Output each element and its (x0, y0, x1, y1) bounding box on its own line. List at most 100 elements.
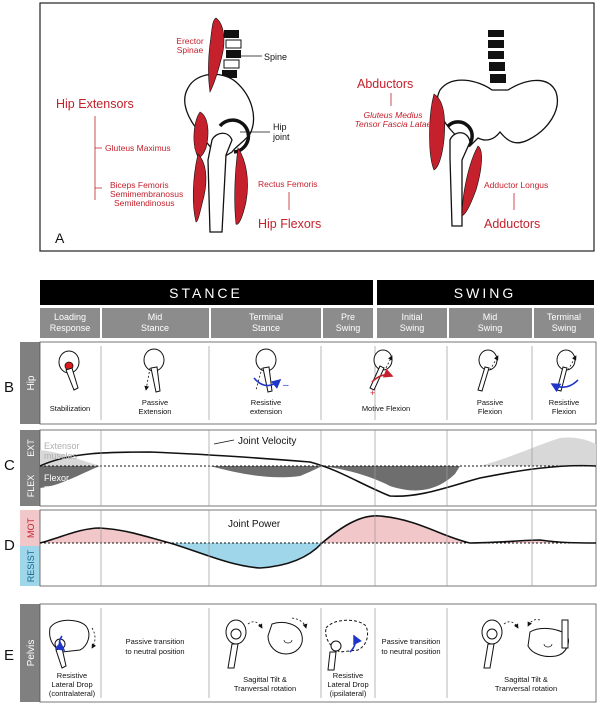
pelvis-caption-6b: Tranversal rotation (495, 684, 557, 693)
extensor-label-2: muscles (44, 451, 78, 461)
phase-loading-response (40, 308, 100, 338)
phase-headers: Loading Response Mid Stance Terminal Sta… (40, 308, 594, 338)
hip-caption-3b: extension (250, 407, 282, 416)
row-e-captions: Resistive Lateral Drop (contralateral) P… (49, 637, 557, 698)
left-hip-illustration (184, 17, 255, 233)
hip-icon-resistive-extension: – (253, 348, 289, 393)
phase-label-1a: Loading (54, 312, 86, 322)
hip-caption-5a: Passive (477, 398, 503, 407)
pelvis-caption-5a: Passive transition (382, 637, 441, 646)
pelvis-icon-tilt-rotation-1 (225, 617, 308, 669)
phase-label-3b: Stance (252, 323, 280, 333)
hip-caption-1: Stabilization (50, 404, 90, 413)
hip-joint-label-1: Hip (273, 122, 287, 132)
pelvis-caption-3b: Tranversal rotation (234, 684, 296, 693)
pelvis-caption-4c: (ipsilateral) (330, 689, 367, 698)
swing-header (377, 280, 594, 305)
svg-text:–: – (283, 380, 289, 391)
hip-icon-passive-extension (143, 348, 165, 393)
phase-label-5a: Initial (401, 312, 422, 322)
hip-extensors-bracket (94, 116, 102, 200)
pelvis-caption-1b: Lateral Drop (51, 680, 92, 689)
hamstring-label-2: Semimembranosus (110, 189, 183, 199)
hip-caption-4: Motive Flexion (362, 404, 410, 413)
row-c-frame (39, 429, 597, 507)
row-c-plot (39, 437, 597, 497)
rectus-femoris-label: Rectus Femoris (258, 179, 318, 189)
row-b-tab (20, 342, 40, 424)
row-d-letter: D (4, 537, 15, 554)
phase-label-6b: Swing (478, 323, 503, 333)
row-b-letter: B (4, 379, 14, 396)
phase-initial-swing (377, 308, 447, 338)
hip-icon-resistive-flexion (550, 349, 579, 393)
phase-label-7a: Terminal (547, 312, 581, 322)
joint-power-label: Joint Power (228, 519, 281, 530)
phase-mid-stance (102, 308, 209, 338)
pelvis-caption-5b: to neutral position (381, 647, 440, 656)
erector-label-1: Erector (176, 36, 204, 46)
abductor-muscle-label-1: Gluteus Medius (363, 110, 423, 120)
hip-caption-3a: Resistive (251, 398, 281, 407)
pelvis-icon-lateral-drop-ipsi (325, 619, 369, 671)
abductor-muscle-label-2: Tensor Fascia Latae (355, 119, 432, 129)
row-b-frame (39, 341, 597, 425)
phase-terminal-stance (211, 308, 321, 338)
hamstring-muscle (192, 153, 207, 223)
phase-label-4b: Swing (336, 323, 361, 333)
hip-caption-2b: Extension (139, 407, 172, 416)
joint-power-curve (39, 515, 597, 569)
phase-label-3a: Terminal (249, 312, 283, 322)
stance-label: STANCE (169, 285, 243, 301)
svg-text:+: + (370, 388, 375, 398)
swing-label: SWING (454, 285, 516, 301)
row-d-plot (39, 515, 597, 569)
phase-label-5b: Swing (400, 323, 425, 333)
row-e-side-label: Pelvis (26, 640, 37, 667)
phase-mid-swing (449, 308, 532, 338)
joint-velocity-label: Joint Velocity (238, 436, 296, 447)
row-d-tab-resist (20, 546, 40, 586)
flexor-label-1: Flexor (44, 473, 69, 483)
hip-icon-motive-flexion: + (369, 349, 394, 398)
rectus-femoris-muscle (234, 147, 248, 225)
row-e-letter: E (4, 647, 14, 664)
row-c-tab-flex (20, 466, 40, 506)
hip-icon-stabilization (58, 350, 80, 391)
phase-label-7b: Swing (552, 323, 577, 333)
joint-velocity-curve (39, 451, 597, 497)
abductor-muscle (429, 93, 445, 171)
hamstring-label-3: Semitendinosus (114, 198, 174, 208)
pelvis-icon-lateral-drop-contra (49, 619, 97, 669)
hip-flexors-label: Hip Flexors (258, 217, 321, 231)
spine-label: Spine (264, 52, 287, 62)
row-d-resist-label: RESIST (26, 549, 36, 582)
femur-left (207, 132, 233, 233)
hip-joint-label-2: joint (272, 132, 290, 142)
flexor-label-2: muscles (44, 483, 78, 493)
hip-icon-passive-flexion (477, 349, 499, 392)
row-d-mot-label: MOT (26, 518, 36, 538)
row-d-tab-mot (20, 510, 40, 546)
left-hip-labels: Erector Spinae Spine Hip Extensors Glute… (56, 36, 321, 231)
phase-label-2b: Stance (141, 323, 169, 333)
hip-caption-6b: Flexion (552, 407, 576, 416)
hip-joint-right (446, 120, 474, 148)
hip-joint-circle (218, 118, 251, 154)
hamstring-label-1: Biceps Femoris (110, 180, 169, 190)
row-e-dividers (100, 608, 448, 698)
pelvis-caption-1a: Resistive (57, 671, 87, 680)
hip-caption-2a: Passive (142, 398, 168, 407)
row-b-captions: Stabilization Passive Extension Resistiv… (50, 398, 579, 416)
phase-label-2a: Mid (148, 312, 163, 322)
phase-label-4a: Pre (341, 312, 355, 322)
stance-header (40, 280, 373, 305)
abductors-label: Abductors (357, 77, 413, 91)
erector-spinae-muscle (208, 17, 225, 93)
pelvis-caption-4a: Resistive (333, 671, 363, 680)
pelvis-caption-2a: Passive transition (126, 637, 185, 646)
phase-label-6a: Mid (483, 312, 498, 322)
panel-a-letter: A (55, 230, 65, 246)
row-c-letter: C (4, 457, 15, 474)
